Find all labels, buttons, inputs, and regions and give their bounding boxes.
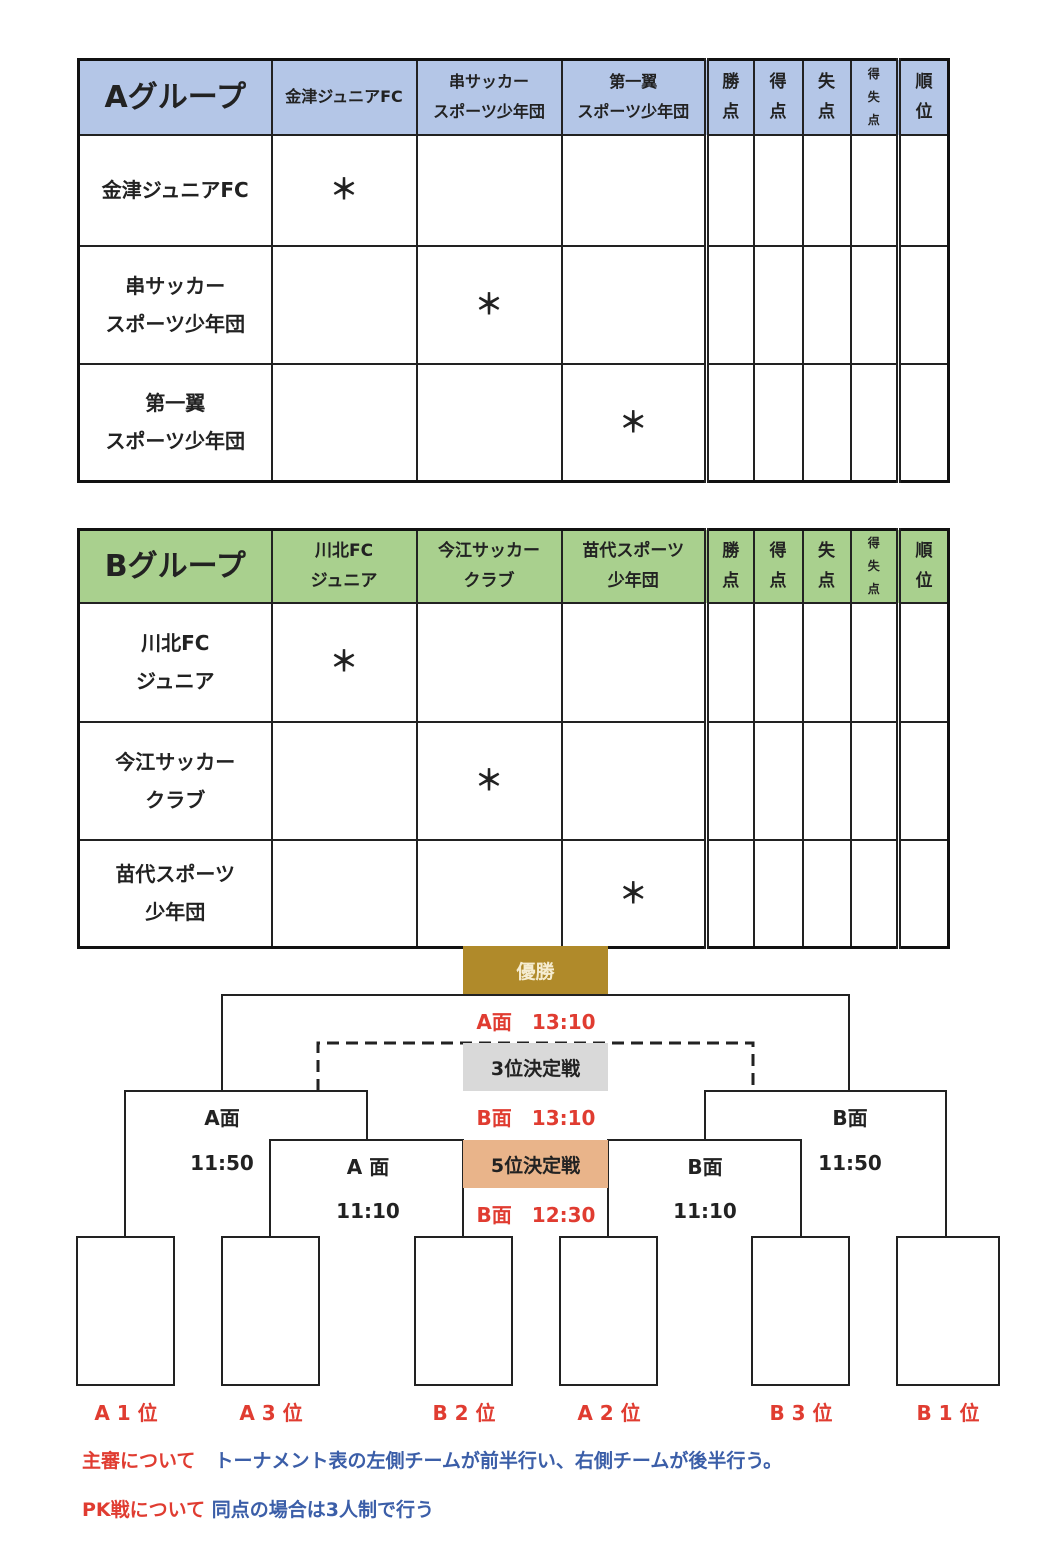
table-row: 苗代スポーツ少年団 ＊ (77, 838, 950, 949)
group-b-title: Bグループ (77, 528, 273, 604)
stat-header: 失点 (801, 58, 852, 136)
third-place-box: 3位決定戦 (463, 1043, 608, 1091)
fifth-time: B面 12:30 (476, 1203, 596, 1227)
row-team: 串サッカースポーツ少年団 (77, 244, 273, 365)
right-qf-court: B面 (687, 1155, 723, 1179)
row-team: 今江サッカークラブ (77, 720, 273, 841)
diag-cell: ＊ (415, 720, 563, 841)
col-header: 串サッカースポーツ少年団 (415, 58, 563, 136)
left-qf-court: A 面 (346, 1155, 390, 1179)
table-row: 今江サッカークラブ ＊ (77, 720, 950, 841)
stat-header: 得失点 (849, 58, 900, 136)
row-team: 第一翼スポーツ少年団 (77, 362, 273, 483)
col-header: 苗代スポーツ少年団 (560, 528, 708, 604)
left-semi-court: A面 (204, 1106, 240, 1130)
right-semi-court: B面 (832, 1106, 868, 1130)
diag-cell: ＊ (415, 244, 563, 365)
fifth-place-box: 5位決定戦 (463, 1140, 608, 1188)
row-team: 金津ジュニアFC (77, 133, 273, 247)
group-a-title: Aグループ (77, 58, 273, 136)
left-qf-time: 11:10 (336, 1199, 400, 1223)
seed-label: A 1 位 (94, 1401, 158, 1425)
table-row: 串サッカースポーツ少年団 ＊ (77, 244, 950, 365)
diag-cell: ＊ (560, 838, 708, 949)
group-a-table: Aグループ 金津ジュニアFC 串サッカースポーツ少年団 第一翼スポーツ少年団 勝… (77, 58, 950, 483)
stat-header: 勝点 (704, 528, 755, 604)
stat-header: 得失点 (849, 528, 900, 604)
final-time: A面 13:10 (476, 1010, 596, 1034)
table-row: 第一翼スポーツ少年団 ＊ (77, 362, 950, 483)
third-time: B面 13:10 (476, 1106, 596, 1130)
col-header: 第一翼スポーツ少年団 (560, 58, 708, 136)
seed-label: B 3 位 (769, 1401, 833, 1425)
stat-header: 順位 (896, 528, 950, 604)
right-qf-time: 11:10 (673, 1199, 737, 1223)
row-team: 苗代スポーツ少年団 (77, 838, 273, 949)
table-row: 金津ジュニアFC＊ (77, 133, 950, 247)
stat-header: 得点 (752, 58, 804, 136)
seed-label: A 2 位 (577, 1401, 641, 1425)
stat-header: 順位 (896, 58, 950, 136)
left-semi-time: 11:50 (190, 1151, 254, 1175)
diag-cell: ＊ (560, 362, 708, 483)
diag-cell: ＊ (270, 601, 418, 723)
seed-label: A 3 位 (239, 1401, 303, 1425)
seed-label: B 2 位 (432, 1401, 496, 1425)
note-referee: 主審について トーナメント表の左側チームが前半行い、右側チームが後半行う。 (82, 1450, 783, 1472)
final-box: 優勝 (463, 946, 608, 994)
diag-cell: ＊ (270, 133, 418, 247)
note-pk: PK戦について 同点の場合は3人制で行う (82, 1499, 434, 1521)
stat-header: 勝点 (704, 58, 755, 136)
col-header: 今江サッカークラブ (415, 528, 563, 604)
col-header: 金津ジュニアFC (270, 58, 418, 136)
stat-header: 失点 (801, 528, 852, 604)
right-semi-time: 11:50 (818, 1151, 882, 1175)
seed-label: B 1 位 (916, 1401, 980, 1425)
stat-header: 得点 (752, 528, 804, 604)
